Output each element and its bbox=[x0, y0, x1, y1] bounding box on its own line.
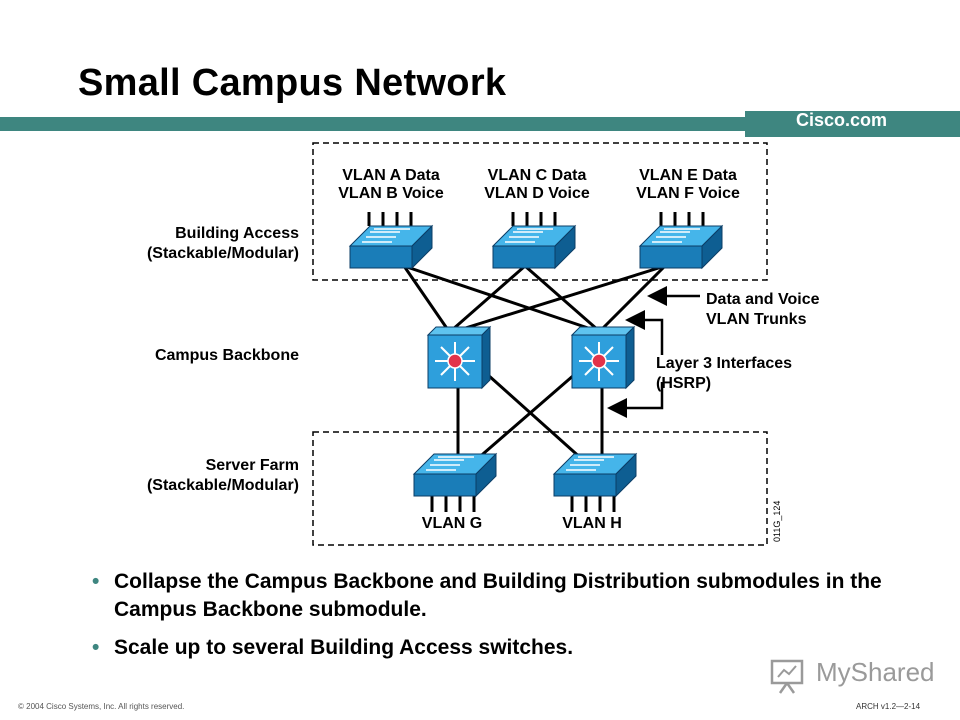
access-switch-label: VLAN A Data bbox=[342, 167, 440, 184]
zone-label: (Stackable/Modular) bbox=[147, 245, 299, 262]
title-bar-stripe bbox=[0, 117, 745, 131]
core-switch-1 bbox=[426, 325, 492, 390]
annotation-label: Layer 3 Interfaces bbox=[656, 355, 792, 372]
annotation-label: VLAN Trunks bbox=[706, 311, 807, 328]
link bbox=[475, 373, 575, 462]
core-switch-2 bbox=[570, 325, 636, 390]
bullet-dot-icon: • bbox=[92, 636, 100, 659]
hsrp-arrow-top bbox=[625, 310, 664, 355]
bullet-list: • Collapse the Campus Backbone and Build… bbox=[92, 568, 892, 672]
title-bar bbox=[0, 111, 960, 137]
annotation-arrows bbox=[607, 286, 700, 418]
access-switch-e-f bbox=[638, 224, 724, 270]
footer-copyright: © 2004 Cisco Systems, Inc. All rights re… bbox=[18, 702, 185, 711]
link bbox=[486, 373, 585, 462]
bullet-dot-icon: • bbox=[92, 570, 100, 593]
presentation-icon bbox=[770, 659, 804, 694]
figure-id: 011G_124 bbox=[772, 501, 782, 542]
access-switch-label: VLAN C Data bbox=[488, 167, 587, 184]
bullet-item: • Scale up to several Building Access sw… bbox=[92, 634, 892, 662]
slide-title: Small Campus Network bbox=[78, 62, 507, 104]
zone-label: Building Access bbox=[175, 225, 299, 242]
link bbox=[451, 264, 526, 332]
zone-label: Server Farm bbox=[206, 457, 299, 474]
zone-label: Campus Backbone bbox=[155, 347, 299, 364]
bullet-text: Scale up to several Building Access swit… bbox=[114, 636, 574, 659]
access-switch-label: VLAN F Voice bbox=[636, 185, 740, 202]
access-switch-label: VLAN D Voice bbox=[484, 185, 590, 202]
link bbox=[458, 264, 666, 332]
link bbox=[403, 264, 595, 332]
access-switch-c-d bbox=[491, 224, 577, 270]
server-switch-g bbox=[412, 452, 498, 498]
annotation-label: (HSRP) bbox=[656, 375, 711, 392]
server-switch-h bbox=[552, 452, 638, 498]
access-switch-label: VLAN B Voice bbox=[338, 185, 444, 202]
watermark-text: MyShared bbox=[816, 657, 935, 687]
server-switch-label: VLAN G bbox=[422, 515, 482, 532]
link bbox=[599, 264, 667, 332]
access-switch-a-b bbox=[348, 224, 434, 270]
watermark: MyShared bbox=[768, 655, 938, 695]
bullet-text: Collapse the Campus Backbone and Buildin… bbox=[114, 570, 882, 621]
access-switch-label: VLAN E Data bbox=[639, 167, 737, 184]
hsrp-arrow-bottom bbox=[607, 382, 664, 418]
building-access-zone bbox=[312, 142, 768, 281]
zone-label: (Stackable/Modular) bbox=[147, 477, 299, 494]
link bbox=[402, 265, 450, 331]
links bbox=[402, 264, 667, 462]
port-stubs bbox=[367, 212, 705, 512]
annotation-label: Data and Voice bbox=[706, 291, 820, 308]
footer-course-id: ARCH v1.2—2-14 bbox=[856, 702, 921, 711]
title-bar-tab bbox=[745, 111, 960, 137]
server-farm-zone bbox=[312, 431, 768, 546]
bullet-item: • Collapse the Campus Backbone and Build… bbox=[92, 568, 892, 624]
server-switch-label: VLAN H bbox=[562, 515, 622, 532]
cisco-com-link[interactable]: Cisco.com bbox=[796, 110, 888, 130]
